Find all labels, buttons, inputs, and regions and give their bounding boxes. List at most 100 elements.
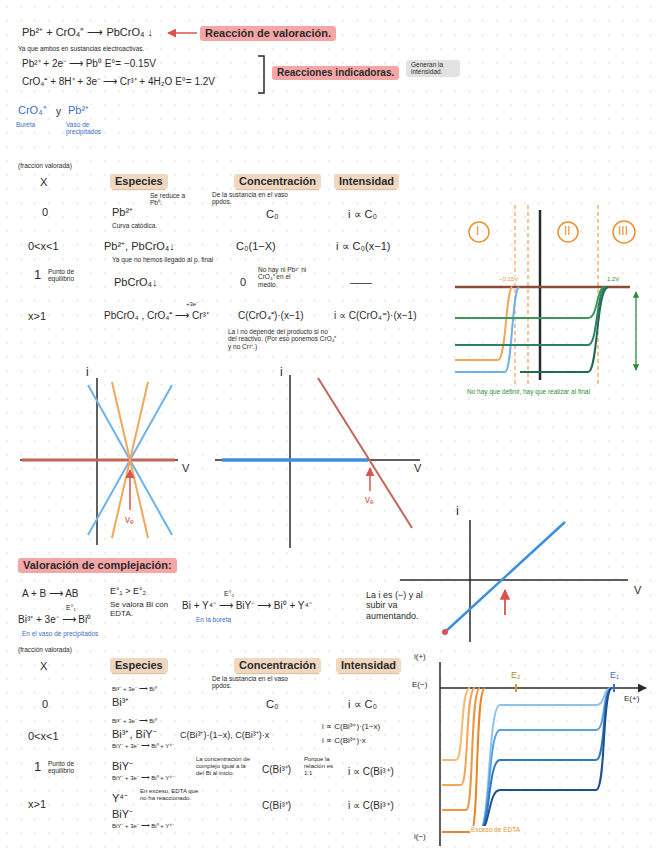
note-text: V (182, 462, 189, 475)
note-text: —— (350, 276, 372, 289)
note-text: C(Bi³⁺)·(1−x), C(Bi³⁺)·x (180, 730, 269, 740)
bracket (258, 56, 264, 93)
note-text: Pb²⁺, PbCrO₄↓ (104, 240, 175, 253)
region-circle (613, 221, 635, 243)
curve-line (442, 688, 485, 832)
note-text: X (40, 176, 47, 189)
note-text: 0 (42, 698, 48, 711)
note-text: Vaso de precipitados (66, 121, 106, 136)
box-text: Concentración (239, 175, 316, 188)
note-text: PbCrO₄↓ (114, 276, 158, 289)
curve-line (442, 688, 480, 810)
note-text: C₀ (266, 698, 279, 711)
note-text: Se reduce a Pb⁰. (150, 192, 195, 207)
note-text: No hay ni Pb²⁺ ni CrO₄⁼ en el medio. (258, 266, 310, 288)
curve-line (445, 522, 565, 632)
curve-line (480, 688, 612, 830)
note-text: C₀(1−X) (236, 240, 276, 253)
note-text: Pb²⁺ + 2e⁻ ⟶ Pb⁰ E°= −0.15V (22, 58, 156, 70)
note-text: En exceso, EDTA que no ha reaccionado. (140, 788, 202, 802)
note-text: x>1 (28, 310, 46, 323)
note-text: BiY⁻ + 3e⁻ ⟶ Bi⁰ + Y⁴⁻ (112, 823, 174, 830)
note-text: i(+) (414, 652, 426, 661)
axis (440, 687, 646, 689)
note-text: Pb²⁺ + CrO₄⁼ ⟶ PbCrO₄ ↓ (22, 26, 153, 39)
note-text: II (563, 225, 572, 239)
end-point-arrow (369, 468, 371, 491)
note-text: BiY⁻ (112, 808, 133, 821)
note-text: PbCrO₄ , CrO₄⁼ ⟶ Cr³⁺ (104, 310, 209, 322)
curve-line (480, 688, 612, 830)
box-text: Concentración (239, 659, 316, 672)
note-text: i (456, 504, 459, 519)
note-text: Exceso de EDTA (470, 826, 522, 833)
highlight-box: Valoración de complejación: (18, 558, 177, 573)
note-text: E°₁ > E°₂ (110, 586, 146, 596)
header-underline (236, 189, 319, 190)
axis (215, 459, 420, 461)
note-text: 0 (240, 276, 246, 289)
note-text: E₂ (510, 670, 522, 680)
note-text: 0<x<1 (28, 240, 59, 253)
curve-line (455, 287, 606, 345)
note-text: Curva catódica. (112, 222, 157, 229)
note-text: III (617, 225, 629, 239)
note-text: Punto de equilibrio (48, 268, 84, 283)
note-text: i ∝ C(Bi³⁺)·x (322, 736, 366, 745)
column-header: Concentración (234, 658, 321, 673)
note-text: 1.2V (606, 276, 620, 283)
box-text: Especies (115, 175, 163, 188)
column-header: Intensidad (334, 174, 399, 189)
curve-line (480, 688, 612, 830)
note-text: BiY⁻ + 3e⁻ ⟶ Bi⁰ + Y⁴⁻ (112, 743, 174, 750)
column-header: Intensidad (336, 658, 401, 673)
note-text: BiY⁻ (112, 760, 133, 773)
note-text: En el vaso de precipitados (22, 630, 98, 637)
note-text: 1 (34, 760, 41, 775)
box-text: Intensidad (339, 175, 394, 188)
dashed-line (527, 205, 528, 385)
note-text: C(CrO₄⁼)·(x−1) (238, 310, 304, 322)
curve-line (480, 688, 612, 830)
note-text: Bi³⁺ + 3e⁻ ⟶ Bi⁰ (112, 718, 157, 725)
box-text: Generan la intensidad. (411, 61, 455, 76)
note-text: A + B ⟶ AB (22, 588, 79, 600)
column-header: Especies (110, 658, 168, 673)
start-dot (442, 629, 448, 635)
header-underline (236, 673, 319, 674)
region-circle (558, 222, 578, 242)
note-text: La concentración de complejo igual a la … (196, 756, 254, 777)
note-text: vₑ (364, 494, 375, 506)
note-text: 1 (34, 268, 41, 283)
curve-line (22, 459, 175, 462)
box-text: Intensidad (341, 659, 396, 672)
highlight-box: Reacción de valoración. (200, 26, 336, 41)
note-text: Bi³⁺ (112, 696, 129, 709)
note-text: X (40, 660, 47, 673)
pointer-arrow (168, 32, 197, 34)
header-underline (336, 189, 397, 190)
note-text: BiY⁻ + 3e⁻ ⟶ Bi⁰ + Y⁴⁻ (112, 775, 174, 782)
box-text: Valoración de complejación: (23, 559, 172, 572)
curve-line (318, 378, 412, 528)
axis (439, 662, 441, 846)
note-text: De la sustancia en el vaso ppdos. (212, 675, 302, 690)
note-text: (fracción valorada) (18, 162, 72, 169)
note-text: y (56, 106, 61, 118)
note-text: +3e⁻ (186, 301, 198, 308)
note-text: i ∝ C₀(x−1) (336, 240, 390, 253)
note-text: La i es (−) y al subir va aumentando. (366, 590, 438, 621)
note-text: Y⁴⁻ (112, 792, 128, 805)
note-text: La i no depende del producto si no del r… (228, 328, 338, 350)
note-text: E₁ (610, 670, 619, 680)
note-text: i ∝ C(CrO₄⁼)·(x−1) (334, 310, 416, 322)
note-text: −0.15V (498, 276, 519, 283)
note-text: Pb²⁺ (68, 104, 89, 117)
note-text: Ya que no hemos llegado al p. final (112, 256, 213, 263)
note-text: i (280, 366, 283, 380)
note-text: Bi³⁺ + 3e⁻ ⟶ Bi⁰ (112, 686, 157, 693)
note-text: Se valora Bi con EDTA. (110, 600, 180, 618)
tick (613, 684, 615, 692)
